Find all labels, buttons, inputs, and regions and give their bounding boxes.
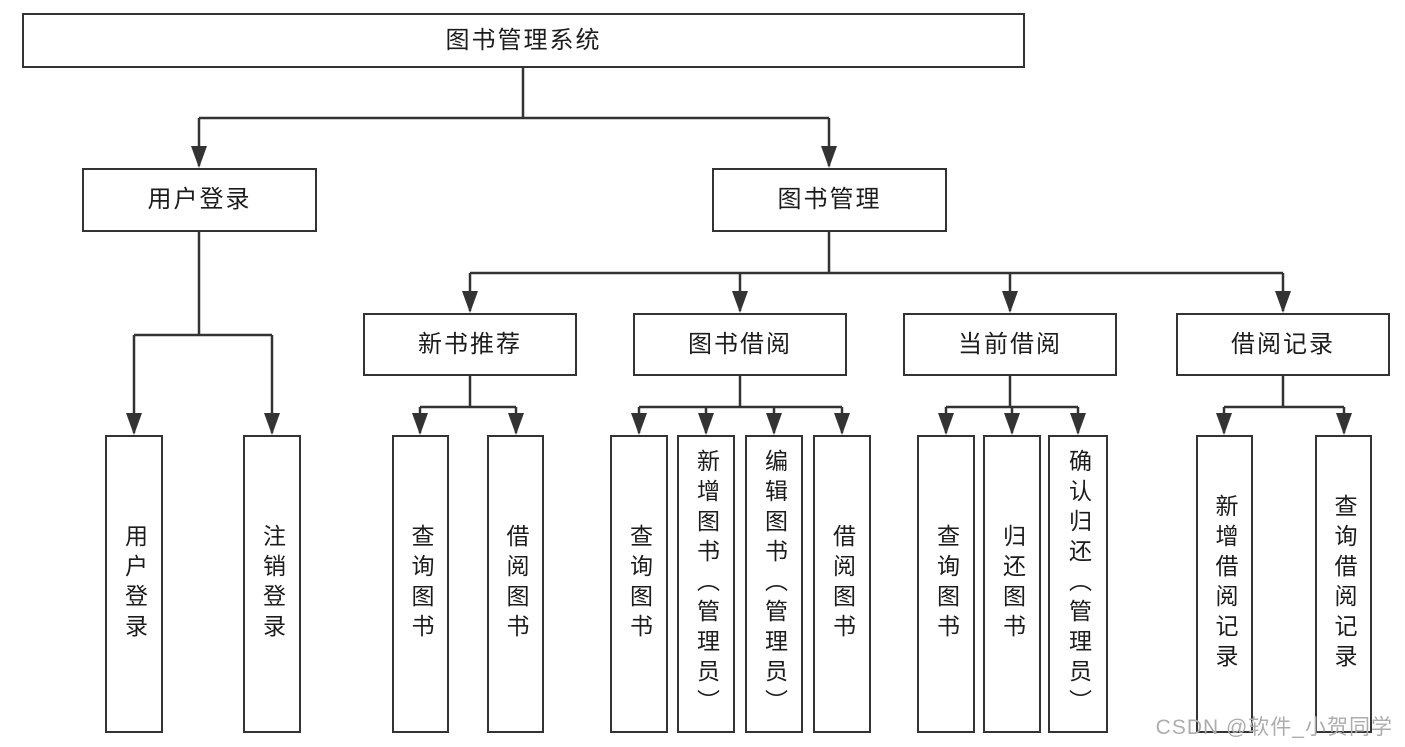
connector-arrows <box>126 118 1352 435</box>
connector-trunk-paths <box>134 68 1344 409</box>
leaf-query-borrow-record: 查询借阅记录 <box>1315 435 1372 733</box>
leaf-edit-books-admin: 编辑图书（管理员） <box>745 435 803 733</box>
leaf-query-books-2: 查询图书 <box>610 435 668 733</box>
node-new-book-recommendation: 新书推荐 <box>363 313 577 376</box>
leaf-user-login: 用户登录 <box>105 435 163 733</box>
node-user-login: 用户登录 <box>82 168 317 232</box>
leaf-confirm-return-admin: 确认归还（管理员） <box>1048 435 1108 733</box>
leaf-borrow-books-1: 借阅图书 <box>487 435 544 733</box>
node-borrowing-records: 借阅记录 <box>1176 313 1390 376</box>
leaf-add-borrow-record: 新增借阅记录 <box>1196 435 1253 733</box>
csdn-watermark: CSDN @软件_小贺同学 <box>1155 716 1393 739</box>
node-book-management: 图书管理 <box>712 168 947 232</box>
node-current-borrowing: 当前借阅 <box>903 313 1117 376</box>
leaf-query-books-3: 查询图书 <box>917 435 975 733</box>
leaf-borrow-books-2: 借阅图书 <box>813 435 871 733</box>
node-library-management-system: 图书管理系统 <box>22 13 1025 68</box>
leaf-logout: 注销登录 <box>243 435 301 733</box>
leaf-return-books: 归还图书 <box>983 435 1041 733</box>
leaf-add-books-admin: 新增图书（管理员） <box>677 435 735 733</box>
leaf-query-books-1: 查询图书 <box>392 435 449 733</box>
node-book-borrowing: 图书借阅 <box>633 313 847 376</box>
